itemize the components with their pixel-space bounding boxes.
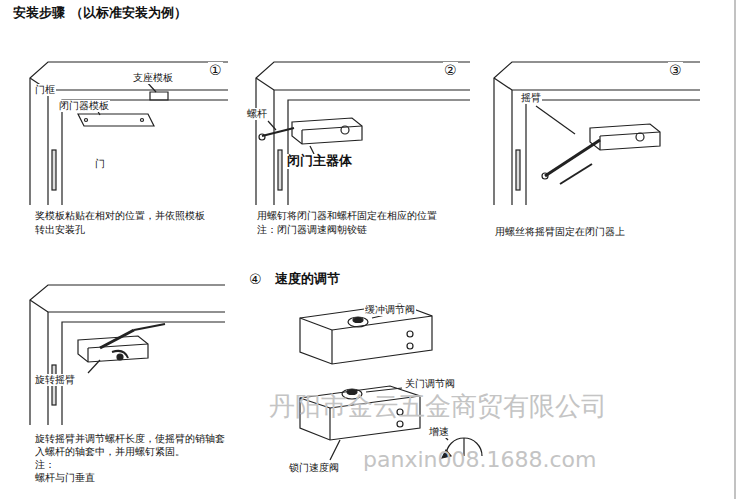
part-label: 摇臂 [520,92,542,104]
step-caption: 注： [34,459,56,471]
watermark: 丹阳市金云五金商贸有限公司 [268,392,608,422]
part-label: 门 [94,158,106,170]
step-number: ① [208,62,223,78]
valve-label: 关门调节阀 [404,378,456,390]
watermark: panxin008.1688.com [362,447,597,472]
step-number: ③ [668,62,683,78]
step-caption: 奖模板粘贴在相对的位置，并依照模板 [34,210,206,222]
panel-mount-body [256,62,470,205]
part-label: 门框 [34,84,56,96]
step-caption: 用螺丝将摇臂固定在闭门器上 [494,226,626,238]
part-label: 支座模板 [132,72,174,84]
panel-adjust-arm [30,285,225,425]
panel-arm [494,62,700,205]
step-number: ② [443,62,458,78]
step-caption: 转出安装孔 [34,224,86,236]
step-caption: 入螺杆的轴套中，并用螺钉紧固。 [34,446,186,458]
step-caption: 用螺钉将闭门器和螺杆固定在相应的位置 [256,210,438,222]
section-heading: 速度的调节 [274,272,341,287]
valve-label: 锁门速度阀 [288,462,340,474]
part-label: 闭门器模板 [58,100,110,112]
valve-label: 增速 [428,426,450,438]
part-label: 闭门主器体 [286,154,353,169]
part-label: 螺杆 [246,108,268,120]
step-number: ④ [248,271,263,287]
speed-valves [300,304,482,460]
step-caption: 注：闭门器调速阀朝铰链 [256,224,368,236]
panel-template [30,62,228,205]
valve-label: 缓冲调节阀 [364,304,416,316]
diagram-title: 安装步骤 （以标准安装为例） [12,6,188,21]
part-label: 旋转摇臂 [34,374,76,386]
step-caption: 旋转摇臂并调节螺杆长度，使摇臂的销轴套 [34,433,226,445]
step-caption: 螺杆与门垂直 [34,472,96,484]
